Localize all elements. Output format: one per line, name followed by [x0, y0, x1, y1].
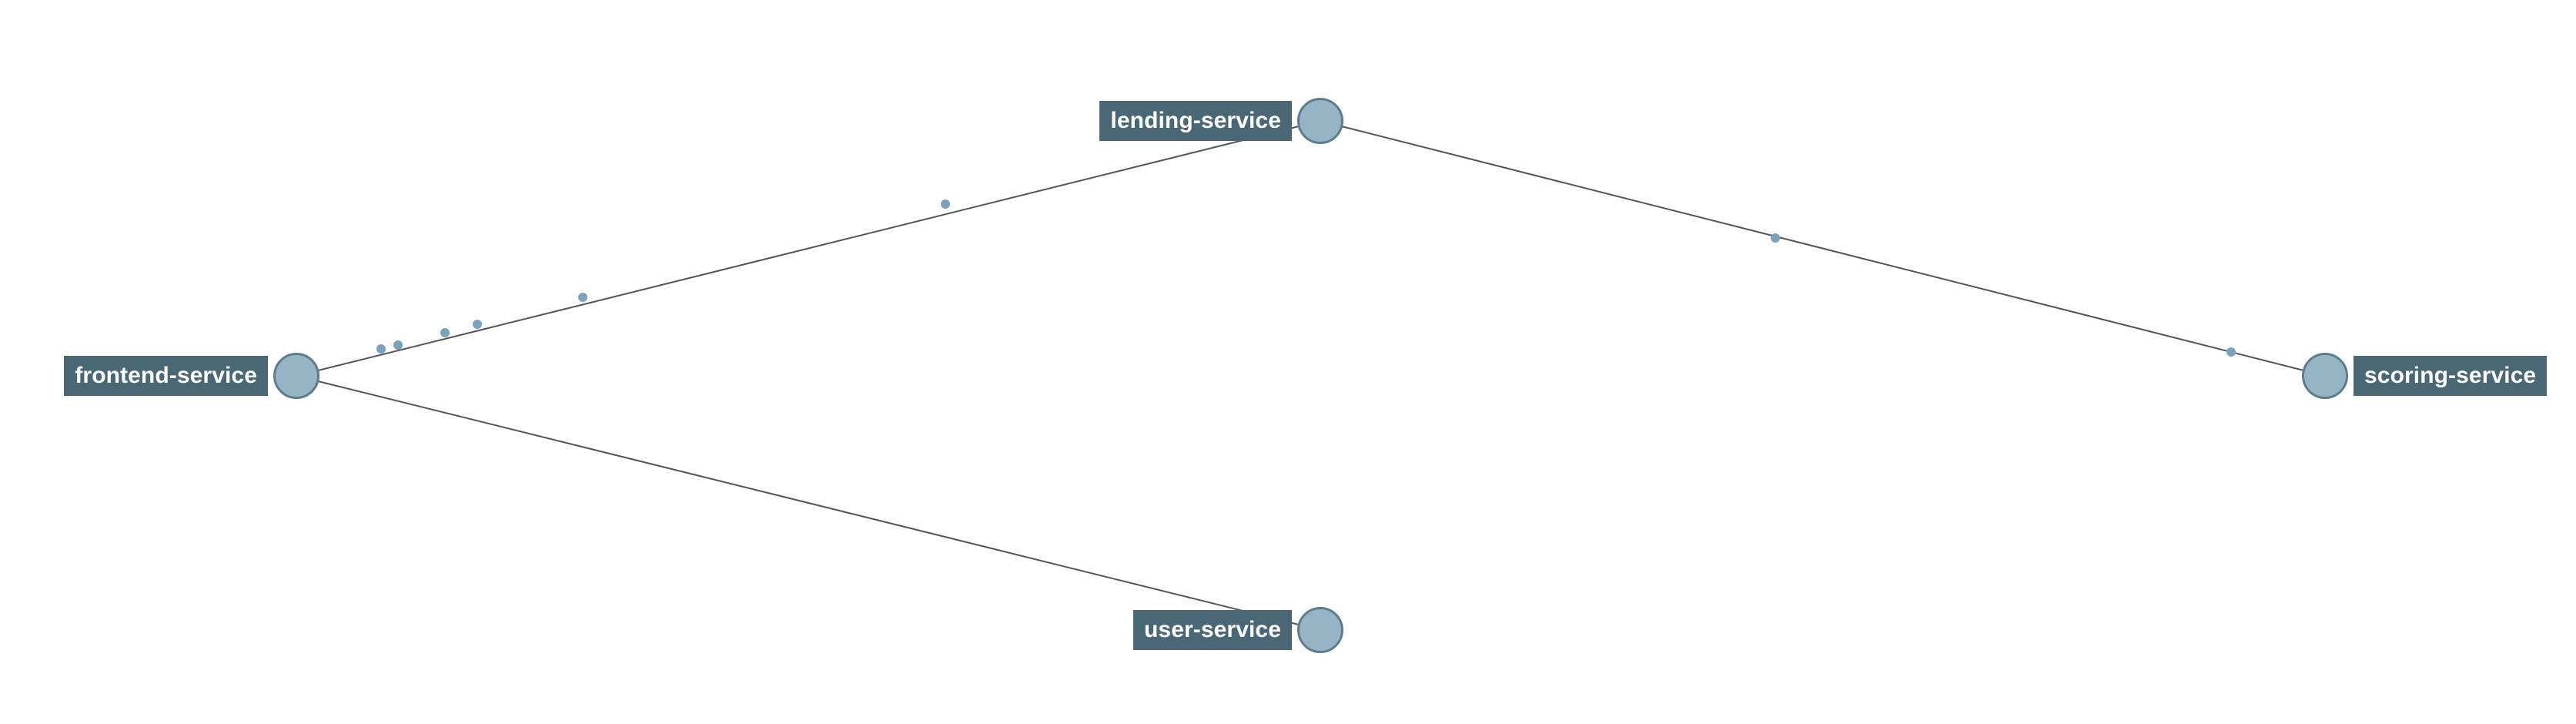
traffic-particle [393, 340, 403, 350]
node-circle-lending-service[interactable] [1297, 98, 1343, 144]
edge-frontend-to-user [318, 380, 1299, 625]
traffic-particle [1771, 233, 1780, 243]
node-circle-user-service[interactable] [1297, 607, 1343, 653]
node-user-service[interactable]: user-service [1133, 607, 1343, 653]
node-lending-service[interactable]: lending-service [1099, 98, 1343, 144]
node-circle-scoring-service[interactable] [2302, 353, 2348, 399]
traffic-particle [578, 293, 587, 302]
node-label-scoring-service[interactable]: scoring-service [2354, 356, 2548, 396]
traffic-particle [941, 199, 950, 209]
edge-frontend-to-lending [318, 126, 1299, 371]
traffic-particle [376, 344, 386, 354]
node-label-lending-service[interactable]: lending-service [1099, 101, 1292, 141]
node-circle-frontend-service[interactable] [273, 353, 319, 399]
traffic-particle [2226, 347, 2236, 357]
traffic-particle [440, 328, 450, 337]
edge-lending-to-scoring [1342, 126, 2303, 371]
node-label-frontend-service[interactable]: frontend-service [64, 356, 268, 396]
node-frontend-service[interactable]: frontend-service [64, 353, 319, 399]
traffic-particle [473, 320, 482, 329]
node-scoring-service[interactable]: scoring-service [2302, 353, 2548, 399]
node-label-user-service[interactable]: user-service [1133, 610, 1292, 650]
